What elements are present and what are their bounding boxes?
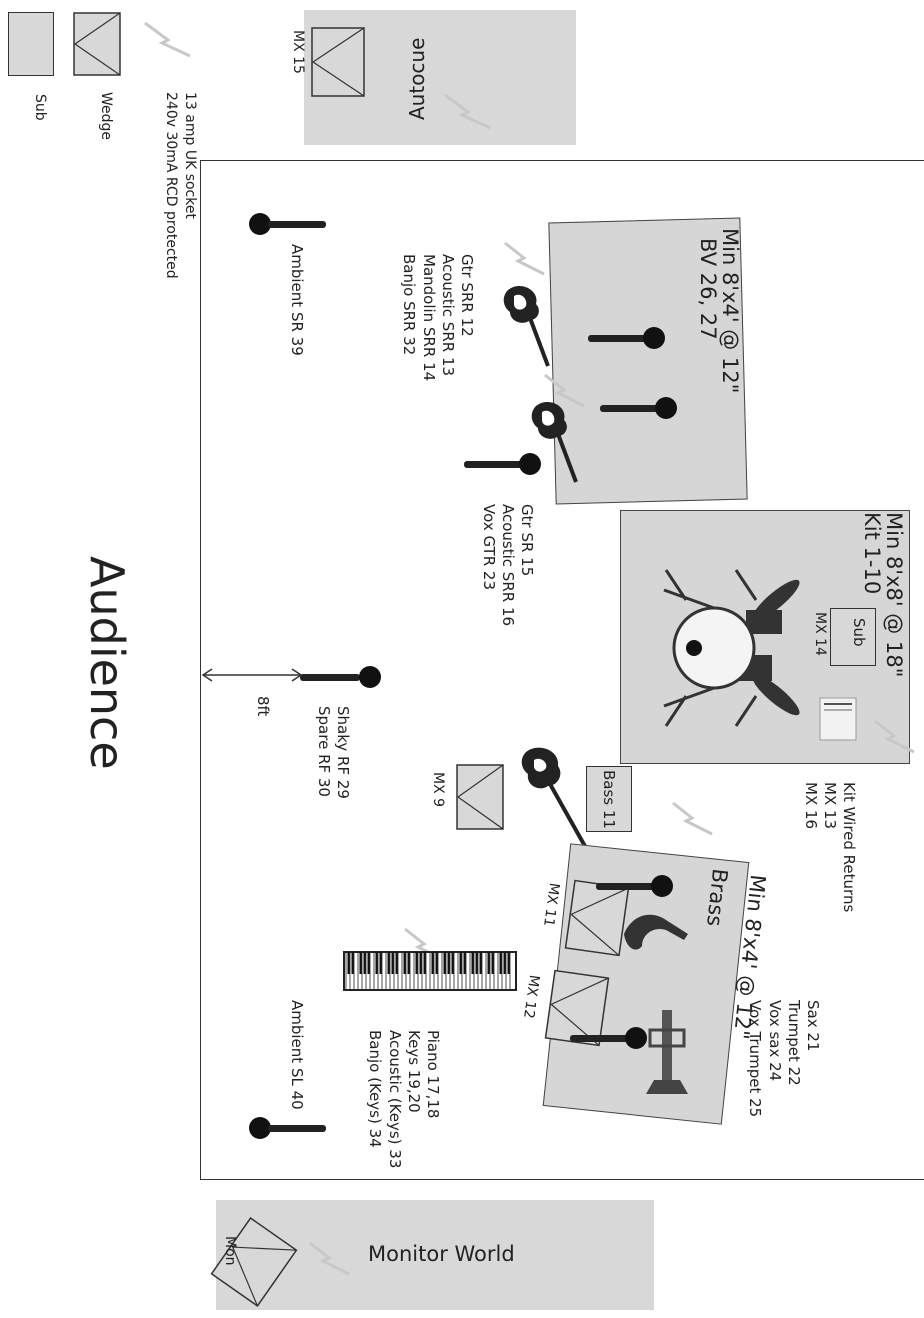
shaky-mic-icon xyxy=(300,666,381,688)
legend-wedge-icon xyxy=(73,12,121,76)
monitor-wedge-icon xyxy=(210,1217,298,1307)
ambient-sl-mic-icon xyxy=(249,1117,326,1139)
legend-sub-label: Sub xyxy=(32,94,48,121)
legend-power-line2: 240v 30mA RCD protected xyxy=(163,92,179,279)
bv-mic-icon-1 xyxy=(588,327,665,349)
kit-sub-label: Sub xyxy=(850,618,868,647)
monitor-world-title: Monitor World xyxy=(368,1242,515,1266)
stage-outline xyxy=(200,160,924,1180)
brass-wedge-left-icon xyxy=(564,879,630,957)
kit-riser-size: Min 8'x8' @ 18" xyxy=(882,512,906,678)
distance-label: 8ft xyxy=(254,696,272,717)
legend-power-line1: 13 amp UK socket xyxy=(182,92,198,219)
brass-mic-icon-2 xyxy=(570,1027,647,1049)
bass-guitar-icon xyxy=(521,747,588,849)
kit-sub-box xyxy=(830,608,876,666)
keyboard-icon xyxy=(343,951,517,991)
ambient-sr-mic-icon xyxy=(249,213,326,235)
brass-wedge-right-icon xyxy=(544,969,610,1047)
ambient-sl-label: Ambient SL 40 xyxy=(288,1000,306,1110)
autocue-mx-label: MX 15 xyxy=(290,30,306,74)
bv-riser-size: Min 8'x4' @ 12" xyxy=(718,228,742,394)
autocue-title: Autocue xyxy=(405,37,429,120)
bv-power-icon-1 xyxy=(504,241,545,276)
brass-mic-icon-1 xyxy=(596,875,673,897)
monitor-mon-label: Mon xyxy=(222,1236,238,1266)
gtr-sr-list: Gtr SR 15 Acoustic SRR 16 Vox GTR 23 xyxy=(479,504,536,627)
brass-list: Sax 21 Trumpet 22 Vox sax 24 Vox Trumpet… xyxy=(746,1000,822,1118)
legend-wedge-label: Wedge xyxy=(98,92,114,141)
kit-wired-returns-icon xyxy=(819,697,857,741)
mx9-label: MX 9 xyxy=(430,772,446,808)
gtr-mic-icon xyxy=(464,453,541,475)
audience-label: Audience xyxy=(80,556,134,770)
bass-label: Bass 11 xyxy=(600,770,618,829)
ambient-sr-label: Ambient SR 39 xyxy=(288,244,306,356)
bv-power-icon-2 xyxy=(544,373,585,408)
kit-riser-label: Kit 1-10 xyxy=(860,512,884,595)
bv-mic-icon-2 xyxy=(600,397,677,419)
monitor-power-icon xyxy=(309,1241,350,1276)
legend-sub-box xyxy=(8,12,54,76)
bass-amp-box xyxy=(586,766,632,832)
guitar-icon-2 xyxy=(531,401,578,483)
trumpet-icon xyxy=(646,1010,688,1094)
mx9-wedge-icon xyxy=(456,764,504,830)
keys-list: Piano 17,18 Keys 19,20 Acoustic (Keys) 3… xyxy=(366,1030,442,1169)
power-socket-icon xyxy=(144,21,191,58)
gtr-srr-list: Gtr SRR 12 Acoustic SRR 13 Mandolin SRR … xyxy=(400,254,476,382)
kit-returns-list: Kit Wired Returns MX 13 MX 16 xyxy=(801,782,858,913)
bv-riser-label: BV 26, 27 xyxy=(696,238,720,340)
bass-power-icon xyxy=(672,801,713,836)
kit-power-icon xyxy=(874,719,915,754)
guitar-icon-1 xyxy=(503,285,550,367)
autocue-wedge-icon xyxy=(311,27,365,97)
distance-arrow xyxy=(201,668,303,682)
saxophone-icon xyxy=(624,914,688,950)
autocue-power-icon xyxy=(444,93,491,130)
shaky-list: Shaky RF 29 Spare RF 30 xyxy=(314,706,352,799)
drum-kit-icon xyxy=(663,569,800,727)
